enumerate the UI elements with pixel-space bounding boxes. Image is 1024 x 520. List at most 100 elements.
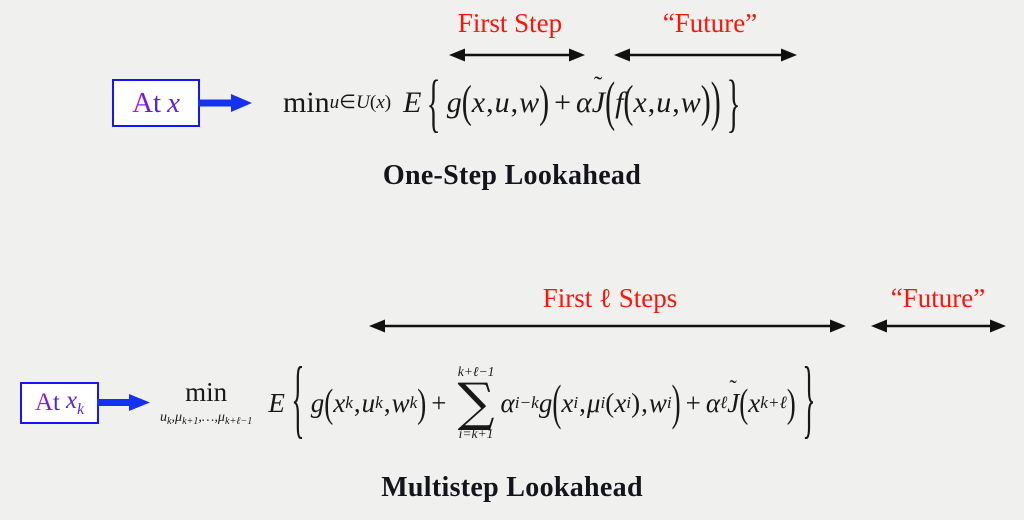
min-limits-one-step: u∈U(x) — [330, 93, 391, 112]
summation-operator: k+ℓ−1 ∑ i=k+1 — [458, 365, 495, 441]
min-operator-multistep: min uk,μk+1,…,μk+ℓ−1 — [160, 376, 252, 427]
g-arg-x-sub: k — [345, 393, 353, 413]
f-arg-u: u — [656, 86, 672, 119]
sum-g-x: x — [561, 387, 574, 418]
section-title-multistep: Multistep Lookahead — [381, 472, 643, 503]
flow-arrow-one-step — [198, 93, 252, 113]
state-box-variable: x — [167, 86, 180, 119]
limit-mu-1: μ — [175, 408, 183, 425]
limit-u: u — [329, 92, 340, 114]
sum-lower-limit: i=k+1 — [458, 426, 494, 442]
terminal-tilde-accent: ˜ — [729, 375, 737, 401]
label-first-step: First Step — [457, 8, 563, 38]
g-arg-x: x — [471, 86, 486, 119]
f-arg-x: x — [633, 86, 647, 119]
limit-ldots: … — [201, 408, 215, 425]
cost-to-go-Jtilde: ˜J — [592, 74, 605, 118]
flow-arrow-multistep — [97, 393, 150, 412]
lparen-g: ( — [461, 77, 472, 127]
sigma-glyph: ∑ — [457, 372, 495, 433]
rparen-g: ) — [539, 77, 550, 127]
lparen-sum-g: ( — [552, 374, 562, 430]
state-box-prefix-multistep: At — [35, 389, 60, 416]
state-box-one-step[interactable]: At x — [112, 79, 200, 127]
comma-ms-4: , — [641, 387, 648, 418]
g-arg-x-ms: x — [333, 387, 346, 418]
dynamics-f: f — [615, 86, 624, 119]
plus-ms-1: + — [431, 387, 447, 418]
min-symbol-multistep: min — [185, 376, 228, 407]
rparen-g-ms: ) — [417, 379, 427, 425]
lparen-terminal: ( — [739, 379, 749, 425]
lparen-g-ms: ( — [324, 379, 334, 425]
sum-mu: μ — [586, 387, 601, 418]
limit-mu-2-sub: k+ℓ−1 — [224, 416, 253, 428]
g-arg-w-sub: k — [409, 393, 418, 413]
sum-mu-sub: i — [600, 393, 606, 413]
brace-open-one-step: { — [427, 65, 442, 139]
span-arrow-future-one-step — [614, 48, 797, 62]
span-arrow-first-step — [449, 48, 585, 62]
terminal-Jtilde: ˜J — [727, 376, 740, 418]
limit-comma-2: , — [198, 408, 202, 425]
comma-ms-1: , — [353, 387, 361, 418]
section-title-one-step: One-Step Lookahead — [382, 160, 642, 191]
rparen-f: ) — [700, 77, 711, 127]
sum-g-w: w — [648, 387, 667, 418]
sum-g: g — [538, 387, 553, 418]
limit-u-k: u — [160, 408, 168, 425]
terminal-alpha-exp: ℓ — [720, 393, 728, 413]
mu-arg-x: x — [614, 387, 627, 418]
limit-comma-1: , — [171, 408, 176, 425]
f-arg-w: w — [680, 86, 701, 119]
sum-upper-limit: k+ℓ−1 — [457, 364, 495, 380]
brace-open-multistep: { — [291, 351, 305, 448]
comma-3: , — [647, 86, 656, 119]
tilde-accent: ˜ — [594, 72, 603, 100]
sum-alpha: α — [500, 387, 515, 418]
limit-in: ∈ — [339, 92, 356, 114]
min-operator-one-step: min — [283, 88, 330, 118]
rparen-J: ) — [710, 71, 721, 133]
comma-2: , — [510, 86, 519, 119]
expectation-symbol-multistep: E — [268, 387, 285, 418]
terminal-J: J — [727, 387, 740, 418]
span-arrow-future-multistep — [871, 319, 1006, 333]
terminal-x: x — [748, 387, 761, 418]
state-box-multistep[interactable]: At xk — [20, 382, 99, 424]
limit-mu-2: μ — [217, 408, 225, 425]
formula-one-step: min u∈U(x) E { g(x,u,w) + α˜J(f(x,u,w)) … — [283, 70, 746, 134]
state-box-variable-multistep: xk — [60, 387, 84, 419]
label-first-l-steps: First ℓ Steps — [542, 283, 678, 313]
comma-4: , — [672, 86, 680, 119]
limit-comma-3: , — [214, 408, 218, 425]
brace-close-multistep: } — [802, 351, 816, 448]
state-var-sub-k: k — [77, 401, 84, 418]
rparen-terminal: ) — [786, 379, 796, 425]
discount-alpha: α — [576, 86, 592, 119]
state-box-prefix: At — [132, 86, 162, 119]
lparen-J: ( — [605, 71, 616, 133]
label-future-multistep: “Future” — [890, 283, 986, 313]
sum-alpha-exp: i−k — [514, 393, 539, 413]
sum-g-x-sub: i — [573, 393, 579, 413]
g-arg-w: w — [519, 86, 540, 119]
plus-one-step: + — [554, 86, 571, 119]
g-arg-u-ms: u — [361, 387, 376, 418]
mu-arg-x-sub: i — [626, 393, 632, 413]
lparen-f: ( — [623, 77, 634, 127]
limit-rparen: ) — [384, 92, 392, 114]
g-arg-u-sub: k — [375, 393, 383, 413]
terminal-alpha: α — [705, 387, 721, 418]
rparen-sum-g: ) — [671, 374, 681, 430]
comma-1: , — [486, 86, 494, 119]
plus-ms-2: + — [685, 387, 701, 418]
g-arg-w-ms: w — [391, 387, 410, 418]
limit-u-k-sub: k — [167, 416, 172, 428]
min-limits-multistep: uk,μk+1,…,μk+ℓ−1 — [160, 410, 252, 427]
span-arrow-first-l-steps — [369, 319, 846, 333]
comma-ms-3: , — [579, 387, 586, 418]
state-var-x: x — [66, 387, 78, 414]
